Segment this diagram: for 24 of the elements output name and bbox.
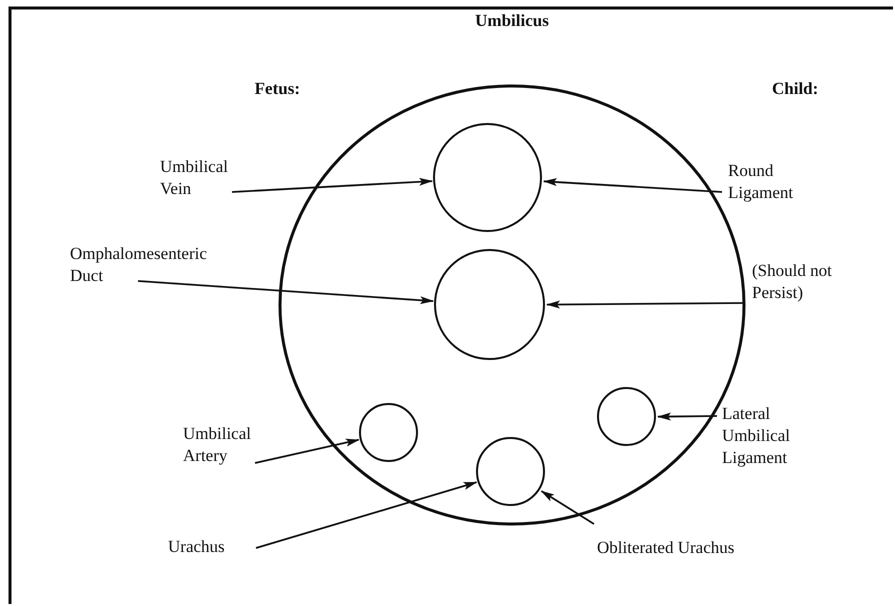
vessel-circle <box>476 437 545 506</box>
column-heading: Child: <box>772 78 820 100</box>
structure-label: Obliterated Urachus <box>597 537 807 559</box>
structure-label: (Should not Persist) <box>752 260 852 304</box>
arrow <box>540 490 594 525</box>
column-heading: Fetus: <box>254 78 300 100</box>
vessel-circle <box>434 249 545 360</box>
vessel-circle <box>597 387 656 446</box>
arrow <box>542 178 722 193</box>
arrow <box>546 300 745 308</box>
arrow <box>657 412 718 421</box>
structure-label: Urachus <box>168 536 258 558</box>
structure-label: Umbilical Artery <box>183 423 283 467</box>
arrow <box>256 481 478 549</box>
arrow <box>254 438 360 464</box>
structure-label: Lateral Umbilical Ligament <box>722 403 832 469</box>
structure-label: Umbilical Vein <box>160 156 260 200</box>
vessel-circle <box>433 123 542 232</box>
arrow <box>138 280 434 304</box>
heading: Umbilicus <box>474 10 550 32</box>
structure-label: Omphalomesenteric Duct <box>70 243 220 287</box>
arrow <box>232 178 434 193</box>
vessel-circle <box>359 403 418 462</box>
structure-label: Round Ligament <box>728 160 828 204</box>
